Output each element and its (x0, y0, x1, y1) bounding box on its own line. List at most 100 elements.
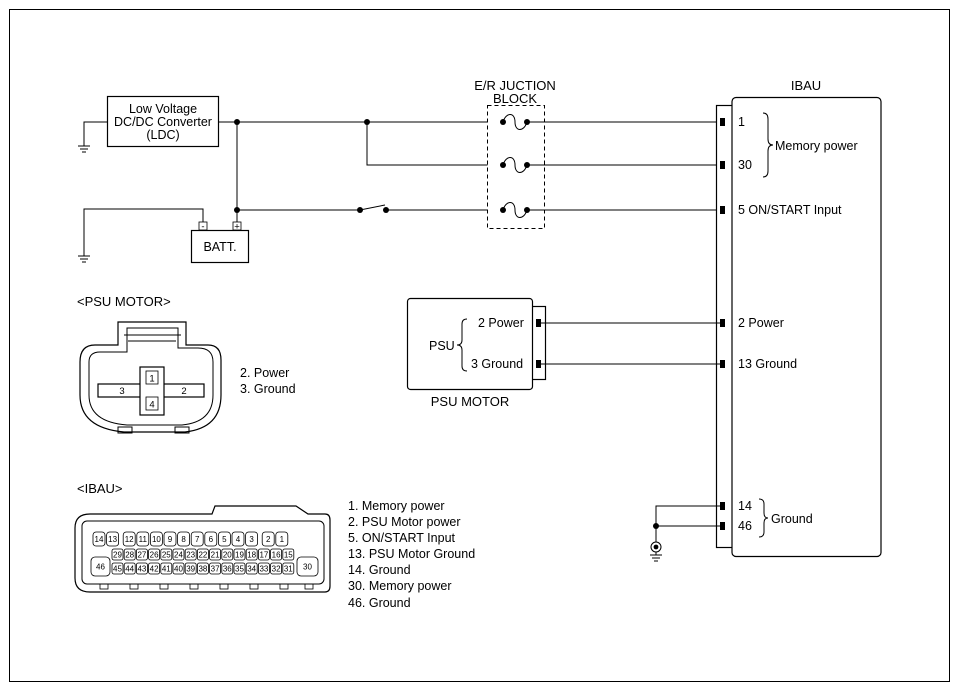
ibau-pin-cell (245, 531, 259, 547)
psu-legend-line: 3. Ground (240, 382, 296, 396)
psu-legend-line: 2. Power (240, 366, 289, 380)
ibau-pin-number: 8 (181, 535, 186, 544)
ibau-pin-number: 43 (137, 565, 146, 574)
ibau-pin-number: 42 (150, 565, 159, 574)
junction-block-title-line2: BLOCK (493, 91, 537, 106)
psu-connector-pin: 1 (149, 374, 154, 385)
ibau-pin-number: 26 (150, 551, 159, 560)
ibau-pin-number: 17 (259, 551, 268, 560)
ibau-pin-number: 35 (235, 565, 244, 574)
ibau-pin-cell (149, 531, 163, 547)
ibau-pin-number: 18 (247, 551, 256, 560)
ibau-pin-number: 40 (174, 565, 183, 574)
ibau-pin-cell (172, 548, 185, 561)
ibau-legend-line: 5. ON/START Input (348, 531, 456, 545)
ground-brace (758, 498, 769, 538)
ibau-pin-1: 1 (738, 115, 745, 129)
ibau-pin-cell (123, 562, 136, 575)
psu-brace (456, 318, 468, 372)
psu-motor-block: PSU 2 Power 3 Ground PSU MOTOR (406, 297, 547, 409)
ibau-pin-number: 39 (186, 565, 195, 574)
ibau-legend: 1. Memory power 2. PSU Motor power 5. ON… (348, 499, 475, 610)
ibau-pin-number: 11 (139, 535, 148, 544)
ibau-pin-cell (233, 562, 246, 575)
ldc-block: Low Voltage DC/DC Converter (LDC) (106, 95, 220, 148)
ibau-pin-cell (257, 548, 270, 561)
ibau-pin-cell (111, 548, 124, 561)
psu-connector-heading: <PSU MOTOR> (77, 294, 171, 309)
ldc-label-line3: (LDC) (146, 128, 179, 142)
ibau-pin-cell (92, 531, 106, 547)
ibau-pin-cell (90, 556, 111, 577)
junction-block: E/R JUCTION BLOCK (474, 78, 556, 229)
ibau-pin-number: 28 (125, 551, 134, 560)
ibau-legend-line: 30. Memory power (348, 579, 452, 593)
ibau-pin-number: 33 (259, 565, 268, 574)
psu-connector-pin: 3 (119, 386, 124, 397)
psu-pin-cells: 1 2 3 4 (119, 370, 187, 411)
ibau-pin-number: 5 (222, 535, 227, 544)
ldc-ground-symbol (78, 121, 108, 153)
ibau-pin-cell (221, 562, 234, 575)
ibau-pin-cell (135, 562, 148, 575)
ibau-pin-number: 38 (198, 565, 207, 574)
ibau-pin-cell (217, 531, 231, 547)
ibau-pin-2: 2 Power (738, 316, 784, 330)
ibau-pin-number: 34 (247, 565, 256, 574)
ibau-pin-number: 12 (125, 535, 134, 544)
ibau-pin-cell (257, 562, 270, 575)
ibau-pin-number: 16 (272, 551, 281, 560)
ibau-pin-number: 19 (235, 551, 244, 560)
ibau-pin-14: 14 (738, 499, 752, 513)
ibau-pin-number: 45 (113, 565, 122, 574)
ibau-pin-30: 30 (738, 158, 752, 172)
fuse-2 (500, 157, 530, 173)
memory-power-label: Memory power (775, 139, 858, 153)
ibau-pin-number: 1 (280, 535, 285, 544)
ibau-pin-number: 44 (125, 565, 134, 574)
ibau-pin-cell (135, 548, 148, 561)
ibau-pin-cell (184, 562, 197, 575)
ibau-pin-5: 5 ON/START Input (738, 203, 842, 217)
ibau-pin-number: 32 (272, 565, 281, 574)
ibau-pin-cell (122, 531, 136, 547)
ibau-connector-teeth (99, 583, 314, 590)
psu-to-ibau-wires (541, 322, 722, 365)
psu-connector-view: <PSU MOTOR> 1 2 3 4 2. Power 3. Ground (77, 294, 296, 434)
ibau-pin-number: 3 (249, 535, 254, 544)
ibau-pin-cell (160, 548, 173, 561)
ibau-connector-heading: <IBAU> (77, 481, 123, 496)
ibau-pin-cell (282, 562, 295, 575)
ibau-pin-cell (221, 548, 234, 561)
ibau-pin-number: 21 (211, 551, 220, 560)
ibau-ground-symbol (650, 505, 722, 562)
ibau-pin-cell (209, 548, 222, 561)
junction-to-ibau-wires (527, 121, 722, 211)
ibau-pin-cell (148, 562, 161, 575)
ibau-title: IBAU (791, 78, 821, 93)
ground-group-label: Ground (771, 512, 813, 526)
ibau-pin-cell (106, 531, 119, 547)
ibau-pin-cell (270, 548, 283, 561)
ibau-pin-cell (296, 556, 319, 577)
ibau-pin-number: 7 (195, 535, 200, 544)
ibau-legend-line: 1. Memory power (348, 499, 445, 513)
ibau-pin-number: 6 (209, 535, 214, 544)
battery-positive-terminal: + (234, 222, 240, 233)
battery-ground-symbol (78, 208, 204, 263)
ibau-legend-line: 2. PSU Motor power (348, 515, 461, 529)
ibau-pin-number: 25 (162, 551, 171, 560)
psu-label: PSU (429, 339, 455, 353)
psu-pin-2: 2 Power (478, 316, 524, 330)
ibau-pin-number: 36 (223, 565, 232, 574)
ibau-pin-number: 30 (303, 563, 312, 572)
ibau-pin-cell (270, 562, 283, 575)
ibau-pin-cell (209, 562, 222, 575)
ibau-pin-number: 23 (186, 551, 195, 560)
ibau-pin-cell (282, 548, 295, 561)
ibau-pin-cell (275, 531, 289, 547)
ibau-pin-cell (231, 531, 245, 547)
ldc-label-line2: DC/DC Converter (114, 115, 212, 129)
ibau-pin-cell (177, 531, 191, 547)
